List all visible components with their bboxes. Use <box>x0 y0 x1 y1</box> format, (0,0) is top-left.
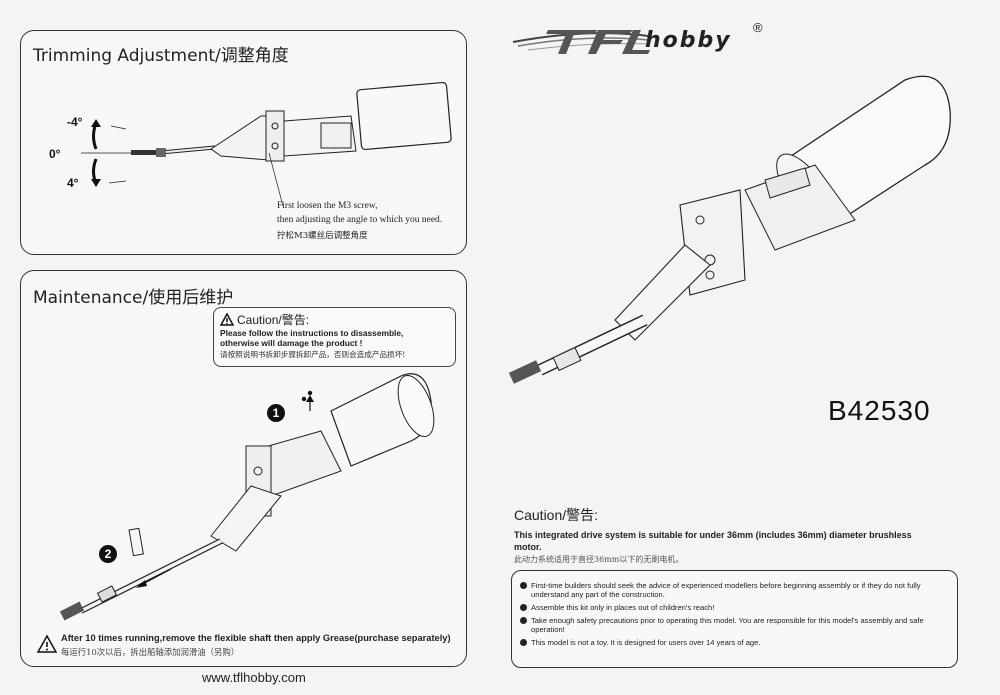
warning-icon <box>37 635 57 653</box>
rule-item: First-time builders should seek the advi… <box>520 581 949 599</box>
maintenance-note-cn: 每运行10次以后，拆出船轴添加润滑油（另购） <box>61 647 240 657</box>
maintenance-caution-title: Caution/警告: <box>237 313 310 327</box>
model-number: B42530 <box>828 395 931 426</box>
step-2-badge: 2 <box>99 545 117 563</box>
website-url: www.tflhobby.com <box>202 670 306 685</box>
trimming-title: Trimming Adjustment/调整角度 <box>33 46 289 66</box>
logo-registered-mark: ® <box>753 20 763 35</box>
trim-note-line3: 拧松M3螺丝后调整角度 <box>277 231 368 241</box>
drive-system-illustration <box>508 75 951 384</box>
bullet-icon <box>520 604 527 611</box>
rule-item: Take enough safety precautions prior to … <box>520 616 949 634</box>
trim-note-line2: then adjusting the angle to which you ne… <box>277 215 443 225</box>
logo-hobby-text: hobby <box>645 28 732 53</box>
maintenance-caution-cn: 请按照说明书拆卸步骤拆卸产品，否则会造成产品损坏! <box>220 350 406 359</box>
maintenance-diagram <box>59 373 435 621</box>
trimming-panel: Trimming Adjustment/调整角度 -4° 0° 4° First… <box>20 30 467 255</box>
maintenance-caution-line2: otherwise will damage the product ! <box>220 338 363 348</box>
trimming-diagram <box>81 81 452 207</box>
drive-caution-body-line1: This integrated drive system is suitable… <box>514 530 912 540</box>
safety-rules-box: First-time builders should seek the advi… <box>511 570 958 668</box>
bullet-icon <box>520 582 527 589</box>
maintenance-panel: Maintenance/使用后维护 Caution/警告: Please fol… <box>20 270 467 667</box>
maintenance-caution-line1: Please follow the instructions to disass… <box>220 328 404 338</box>
maintenance-caution-box: Caution/警告: Please follow the instructio… <box>213 307 456 367</box>
drive-caution-body-line2: motor. <box>514 542 542 552</box>
step-1-badge: 1 <box>267 404 285 422</box>
warning-icon <box>220 313 234 326</box>
drive-caution-title: Caution/警告: <box>514 507 599 523</box>
drive-caution-cn: 此动力系统适用于直径36mm以下的无刷电机。 <box>514 555 684 564</box>
maintenance-title: Maintenance/使用后维护 <box>33 288 234 308</box>
bullet-icon <box>520 639 527 646</box>
bullet-icon <box>520 617 527 624</box>
maintenance-note-en: After 10 times running,remove the flexib… <box>61 633 451 643</box>
angle-plus-4-label: 4° <box>67 176 79 190</box>
angle-zero-label: 0° <box>49 147 61 161</box>
trim-note-line1: First loosen the M3 screw, <box>277 201 378 211</box>
rule-item: This model is not a toy. It is designed … <box>520 638 949 647</box>
rule-item: Assemble this kit only in places out of … <box>520 603 949 612</box>
tfl-logo <box>512 30 650 54</box>
drive-caution-section: Caution/警告: This integrated drive system… <box>514 505 954 565</box>
angle-minus-4-label: -4° <box>67 115 83 129</box>
